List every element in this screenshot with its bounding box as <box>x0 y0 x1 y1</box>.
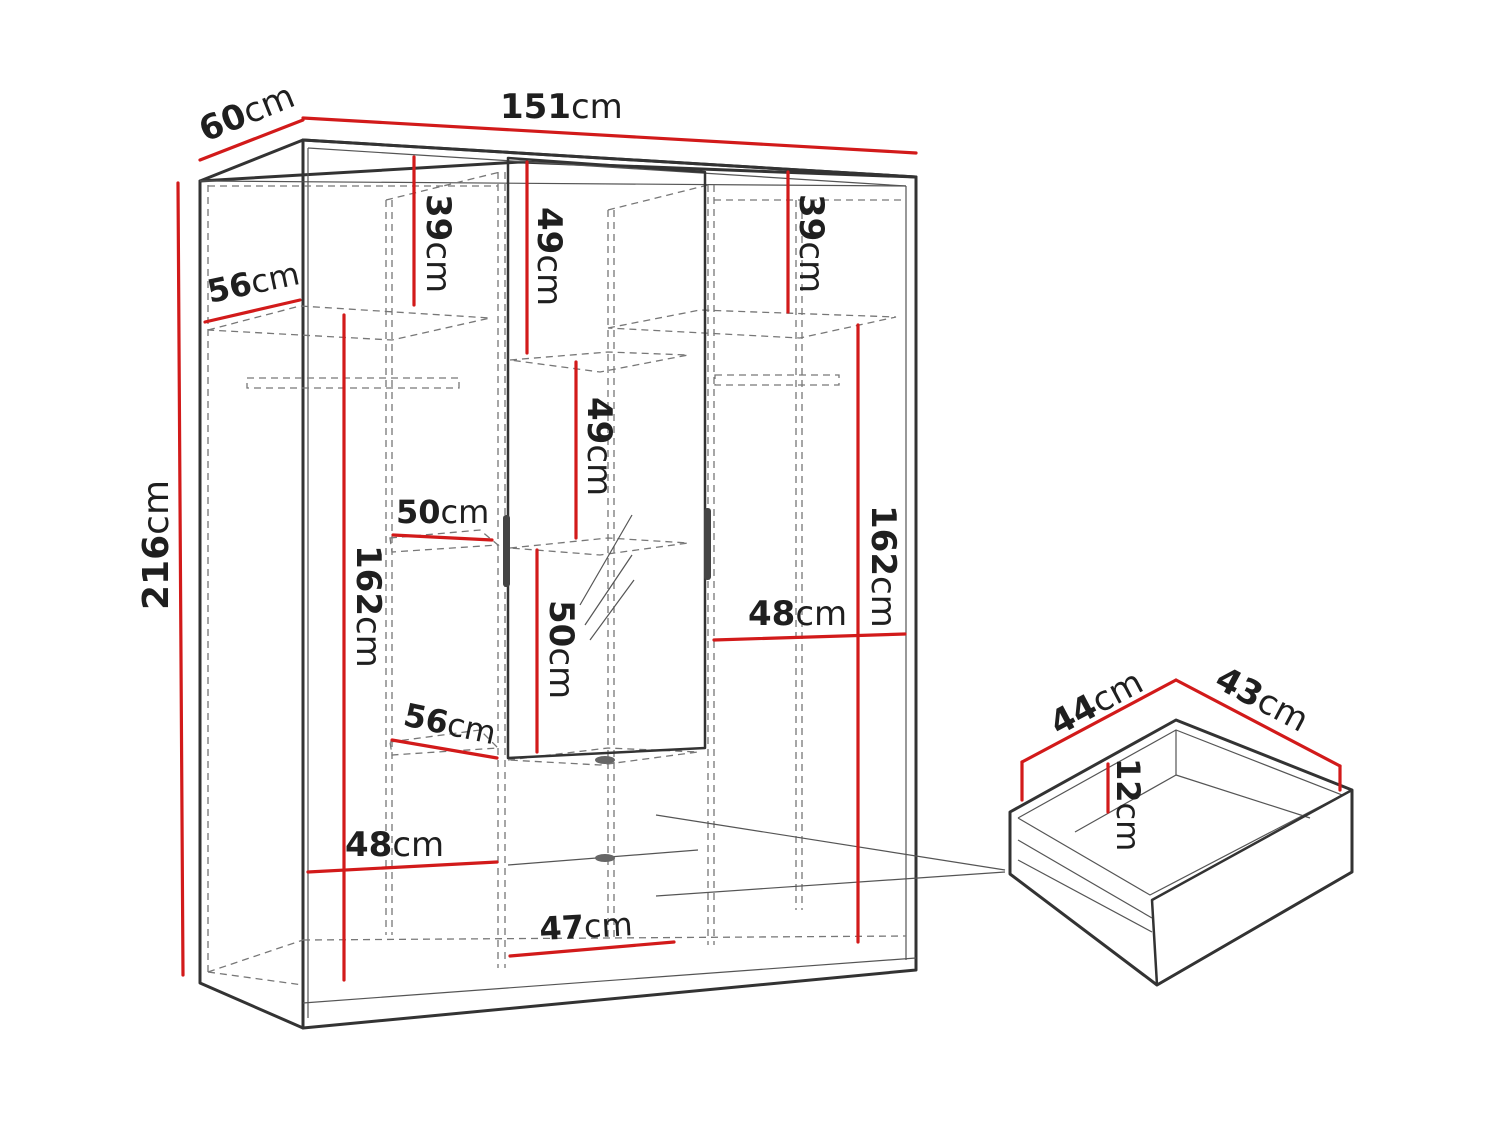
dim-left-48: 48cm <box>345 825 444 865</box>
dim-shelf-56-low: 56cm <box>400 696 499 753</box>
dim-drawer-43: 43cm <box>1209 659 1315 741</box>
dim-mirror-50: 50cm <box>541 600 581 699</box>
wardrobe-outline <box>198 138 918 1030</box>
dim-right-162: 162cm <box>863 505 903 628</box>
dim-drawer-44: 44cm <box>1043 662 1149 744</box>
dim-drawer-12: 12cm <box>1109 758 1147 851</box>
dim-mid-49: 49cm <box>579 397 619 496</box>
dim-left-top-39: 39cm <box>418 194 458 293</box>
internal-dashed-structure <box>207 171 907 986</box>
dim-depth: 60cm <box>193 76 300 150</box>
dim-right-48: 48cm <box>748 594 847 634</box>
mirror-door <box>503 156 711 866</box>
callout-line-bottom <box>655 871 1006 897</box>
dim-left-162: 162cm <box>348 545 388 668</box>
drawer-detail <box>1008 718 1354 987</box>
dim-height: 216cm <box>136 480 177 610</box>
dim-right-top-39: 39cm <box>791 194 831 293</box>
dim-bottom-47: 47cm <box>538 905 633 948</box>
dim-width: 151cm <box>500 87 623 127</box>
dimension-lines <box>176 116 1342 982</box>
dim-shelf-50: 50cm <box>396 493 489 531</box>
callout-line-top <box>655 814 1006 871</box>
dim-mid-top-49: 49cm <box>529 207 569 306</box>
